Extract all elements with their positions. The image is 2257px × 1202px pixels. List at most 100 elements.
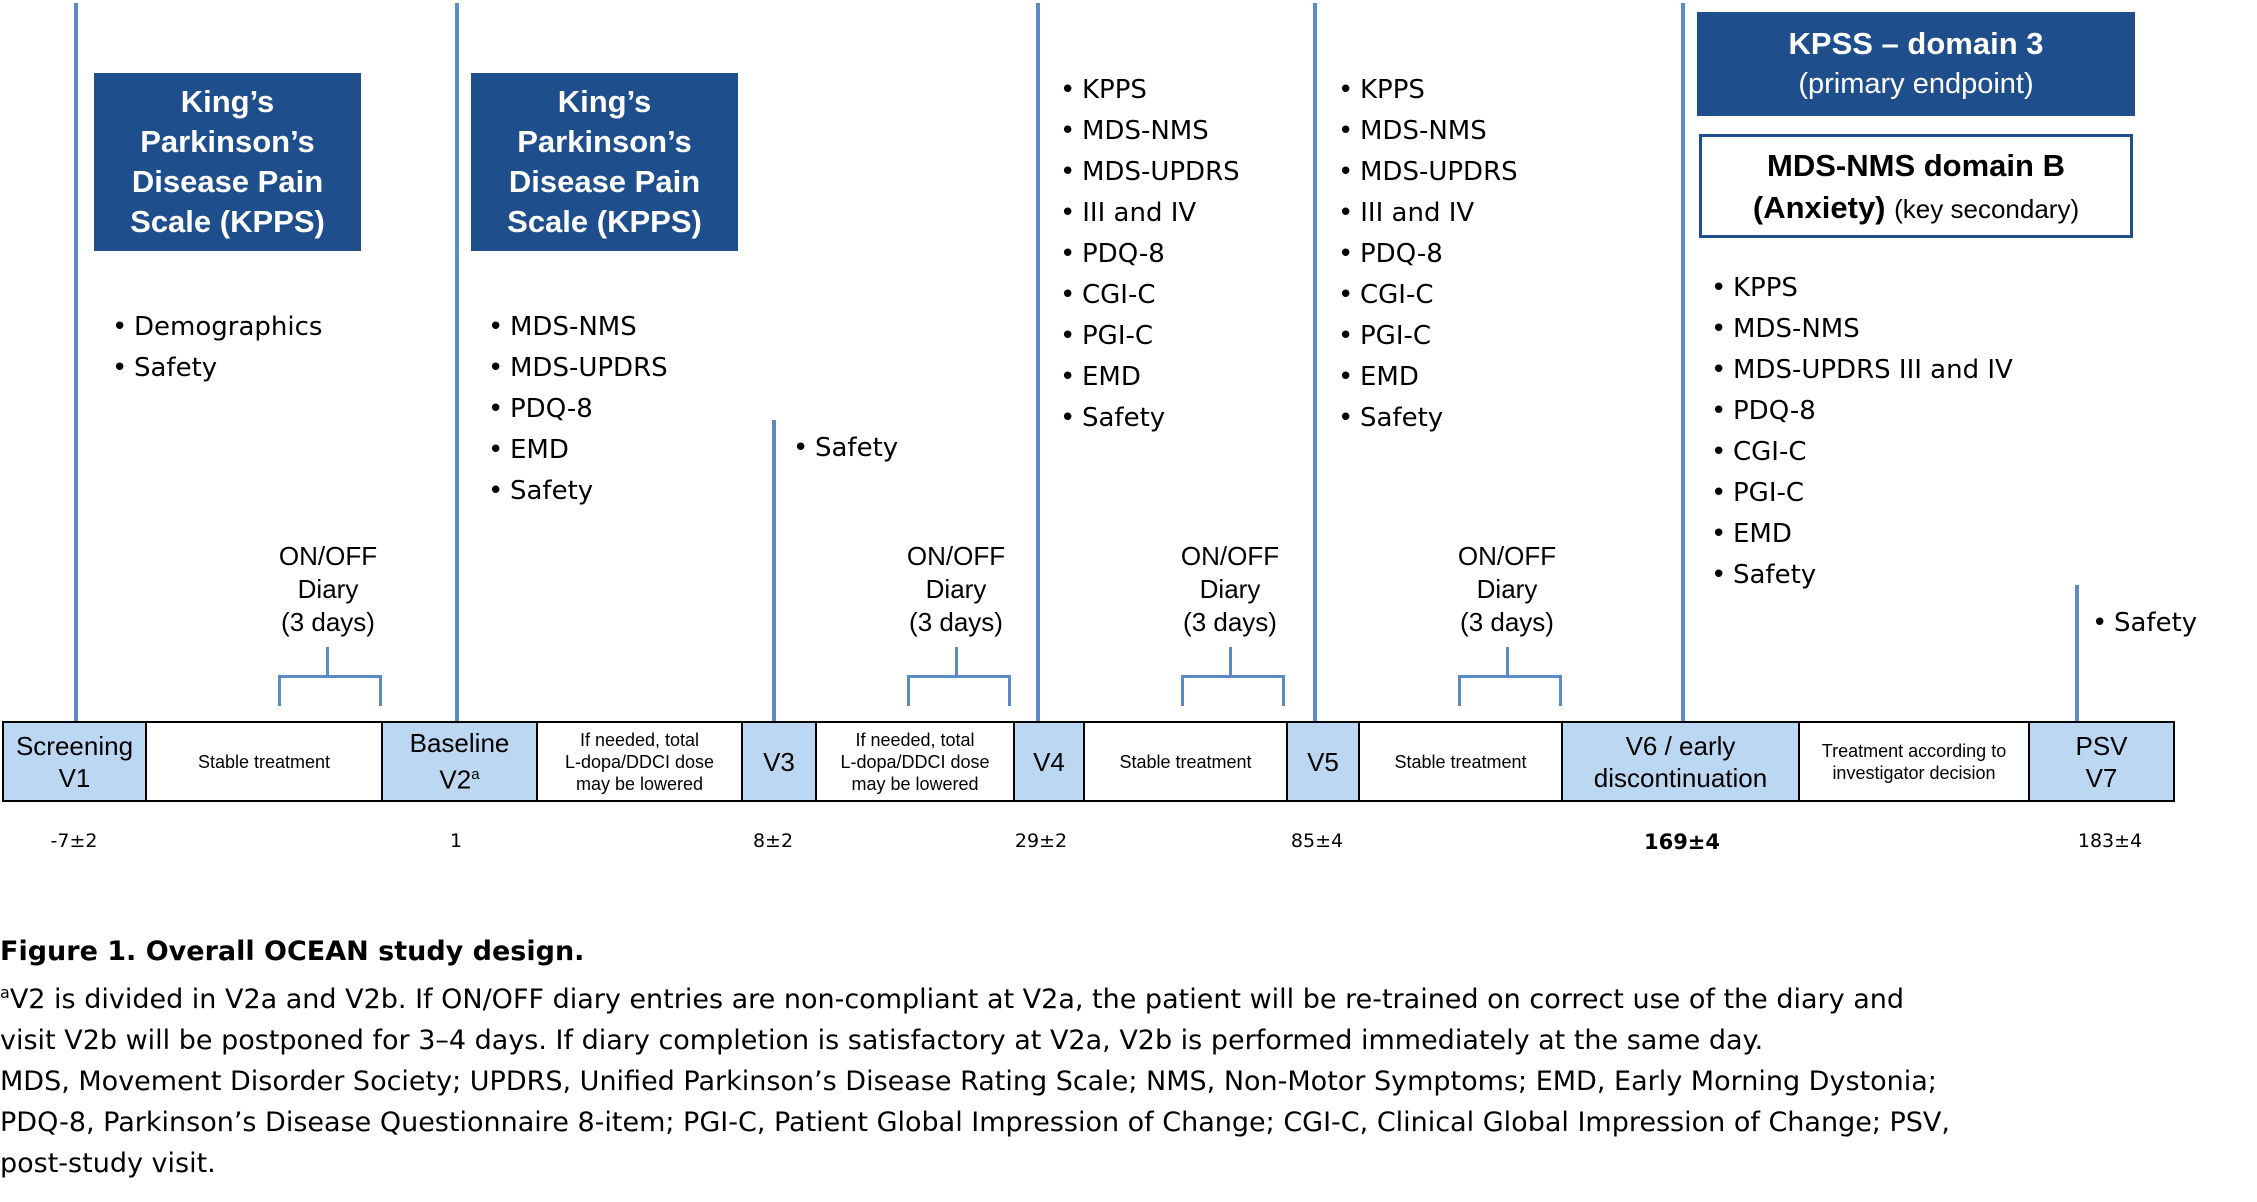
list-item: EMD (1338, 357, 1518, 398)
v5-line (1313, 3, 1317, 721)
abbreviations-line2: PDQ-8, Parkinson’s Disease Questionnaire… (0, 1107, 1950, 1138)
kpps-label-line2: Parkinson’s (517, 124, 692, 159)
assessments-v7: Safety (2092, 603, 2197, 644)
assessments-v1: Demographics Safety (112, 307, 322, 389)
list-item: MDS-NMS (1338, 111, 1518, 152)
list-item: Safety (1338, 398, 1518, 439)
list-item: MDS-NMS (1711, 309, 2013, 350)
diary-line2: Diary (1199, 574, 1261, 604)
kpps-label-line2: Parkinson’s (140, 124, 315, 159)
timeline-cell-v6: V6 / early discontinuation (1563, 723, 1800, 800)
kpss-subtitle: (primary endpoint) (1798, 68, 2034, 100)
kpps-label-line1: King’s (557, 84, 652, 119)
assessments-v4: KPPS MDS-NMS MDS-UPDRS III and IV PDQ-8 … (1060, 70, 1240, 439)
list-item: EMD (488, 430, 668, 471)
diary-bracket-2 (907, 675, 1011, 706)
list-item: CGI-C (1338, 275, 1518, 316)
baseline-line1: Baseline (409, 728, 510, 759)
diary-line2: Diary (925, 574, 987, 604)
list-item: III and IV (1060, 193, 1240, 234)
diary-label-2: ON/OFF Diary (3 days) (866, 540, 1046, 639)
day-label-v3: 8±2 (752, 830, 794, 852)
list-item: III and IV (1338, 193, 1518, 234)
baseline-line2: V2 (439, 764, 472, 795)
timeline-cell-v4: V4 (1015, 723, 1085, 800)
list-item: PDQ-8 (1060, 234, 1240, 275)
list-item: KPPS (1711, 268, 2013, 309)
kpss-primary-endpoint-box: KPSS – domain 3 (primary endpoint) (1697, 12, 2135, 116)
timeline-cell-stable-1: Stable treatment (147, 723, 383, 800)
diary-line1: ON/OFF (906, 541, 1006, 571)
diary-label-1: ON/OFF Diary (3 days) (238, 540, 418, 639)
diary-bracket-stem-2 (955, 647, 958, 675)
footnote-line2: visit V2b will be postponed for 3–4 days… (0, 1025, 1764, 1056)
treatment-line2: investigator decision (1832, 762, 1996, 783)
diary-bracket-stem-3 (1229, 647, 1232, 675)
timeline-cell-screening: Screening V1 (4, 723, 147, 800)
day-label-v7: 183±4 (2077, 830, 2143, 852)
timeline-cell-treatment: Treatment according to investigator deci… (1800, 723, 2030, 800)
list-item: PDQ-8 (488, 389, 668, 430)
diary-bracket-3 (1181, 675, 1285, 706)
assessments-v5: KPPS MDS-NMS MDS-UPDRS III and IV PDQ-8 … (1338, 70, 1518, 439)
v6-line1: V6 / early (1625, 730, 1736, 761)
v6-line2: discontinuation (1593, 762, 1768, 793)
diary-line3: (3 days) (1183, 607, 1277, 637)
diary-line2: Diary (1476, 574, 1538, 604)
timeline-cell-lowered-2: If needed, total L-dopa/DDCI dose may be… (817, 723, 1015, 800)
list-item: MDS-UPDRS (1338, 152, 1518, 193)
abbreviations-line3: post-study visit. (0, 1148, 216, 1179)
timeline-cell-stable-2: Stable treatment (1085, 723, 1288, 800)
list-item: KPPS (1338, 70, 1518, 111)
list-item: Demographics (112, 307, 322, 348)
timeline-cell-v5: V5 (1288, 723, 1360, 800)
list-item: PGI-C (1711, 473, 2013, 514)
kpps-label-line4: Scale (KPPS) (130, 204, 325, 239)
lowered-line2: L-dopa/DDCI dose (840, 751, 990, 772)
anxiety-title-line1: MDS-NMS domain B (1767, 148, 2065, 183)
anxiety-note: (key secondary) (1894, 194, 2080, 224)
lowered-line3: may be lowered (851, 773, 979, 794)
figure-title: Figure 1. Overall OCEAN study design. (0, 936, 585, 967)
v4-label: V4 (1033, 746, 1065, 777)
diary-line1: ON/OFF (1180, 541, 1280, 571)
day-label-v6: 169±4 (1643, 830, 1721, 854)
list-item: EMD (1060, 357, 1240, 398)
diary-line3: (3 days) (909, 607, 1003, 637)
abbreviations-line1: MDS, Movement Disorder Society; UPDRS, U… (0, 1066, 1937, 1097)
list-item: PGI-C (1338, 316, 1518, 357)
diary-label-4: ON/OFF Diary (3 days) (1417, 540, 1597, 639)
list-item: MDS-UPDRS III and IV (1711, 350, 2013, 391)
day-label-v1: -7±2 (50, 830, 98, 852)
v2-line (455, 3, 459, 721)
diary-line1: ON/OFF (1457, 541, 1557, 571)
screening-line1: Screening (15, 730, 134, 761)
treatment-line1: Treatment according to (1821, 740, 2007, 761)
list-item: EMD (1711, 514, 2013, 555)
kpps-label-line3: Disease Pain (508, 164, 701, 199)
anxiety-title-line2: (Anxiety) (1752, 190, 1886, 225)
list-item: Safety (1060, 398, 1240, 439)
list-item: CGI-C (1060, 275, 1240, 316)
stable-treatment-label: Stable treatment (197, 751, 331, 772)
list-item: Safety (2092, 603, 2197, 644)
kpss-title: KPSS – domain 3 (1788, 26, 2044, 61)
v1-line (74, 3, 78, 721)
kpps-box-v2: King’s Parkinson’s Disease Pain Scale (K… (471, 73, 738, 251)
timeline-cell-psv: PSV V7 (2030, 723, 2173, 800)
screening-line2: V1 (58, 762, 91, 793)
list-item: MDS-NMS (1060, 111, 1240, 152)
diary-line3: (3 days) (1460, 607, 1554, 637)
day-label-v4: 29±2 (1014, 830, 1068, 852)
assessments-v6: KPPS MDS-NMS MDS-UPDRS III and IV PDQ-8 … (1711, 268, 2013, 596)
footnote-text-1: V2 is divided in V2a and V2b. If ON/OFF … (9, 984, 1904, 1015)
list-item: Safety (488, 471, 668, 512)
diary-bracket-1 (278, 675, 382, 706)
baseline-footnote-mark: a (471, 766, 480, 784)
v4-line (1036, 3, 1040, 721)
timeline-cell-lowered-1: If needed, total L-dopa/DDCI dose may be… (538, 723, 743, 800)
kpps-label-line3: Disease Pain (131, 164, 324, 199)
list-item: CGI-C (1711, 432, 2013, 473)
diary-line2: Diary (297, 574, 359, 604)
lowered-line1: If needed, total (579, 729, 700, 750)
